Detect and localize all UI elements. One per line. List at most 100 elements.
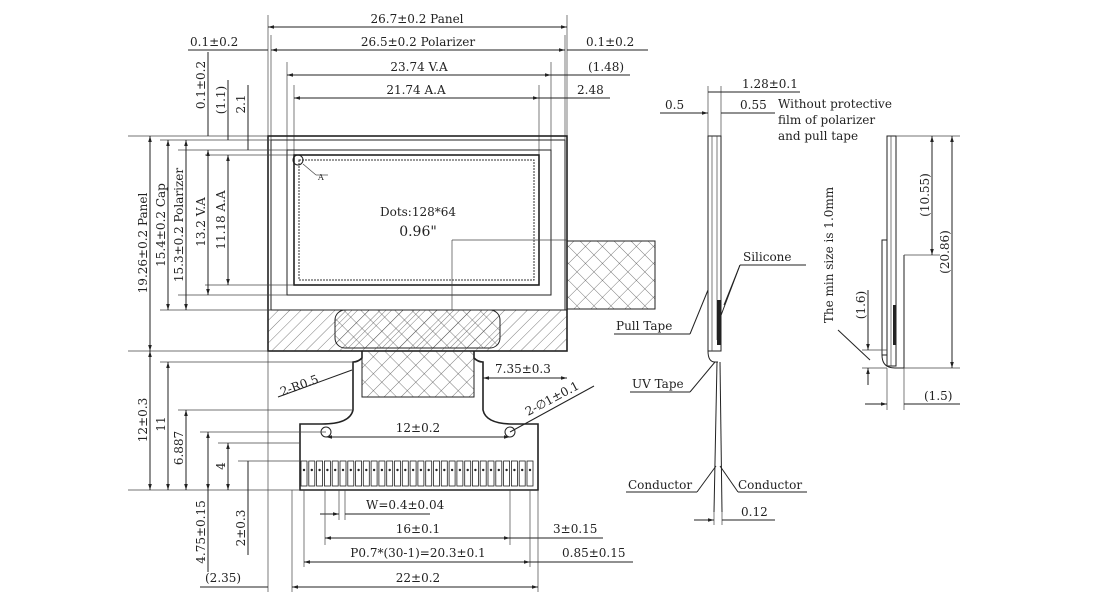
fpc-pad	[518, 460, 526, 487]
dim-total22: 22±0.2	[396, 571, 440, 585]
fpc-pad-via	[302, 468, 306, 472]
dim-fpc-right: 7.35±0.3	[495, 362, 551, 376]
dim-pitch: P0.7*(30-1)=20.3±0.1	[350, 546, 485, 560]
dim-left-offset: 0.1±0.2	[190, 35, 238, 49]
dim-hole-pitch: 12±0.2	[396, 421, 440, 435]
fpc-pad	[331, 460, 339, 487]
note-line1: Without protective	[778, 97, 892, 111]
fpc-pad-via	[357, 468, 360, 472]
dim-right085: 0.85±0.15	[562, 546, 626, 560]
fpc-pad-via	[427, 468, 430, 472]
fpc-pad	[401, 460, 409, 487]
dim-fpc-475: 4.75±0.15	[194, 500, 208, 564]
fpc-pad-via	[341, 468, 345, 472]
dim-aa-right: 2.48	[577, 83, 604, 97]
fpc-pad-via	[482, 468, 485, 472]
fpc-pad	[456, 460, 464, 487]
fpc-pad	[323, 460, 331, 487]
fpc-pad-via	[443, 468, 446, 472]
dim-fpc-11: 11	[154, 416, 168, 431]
fpc-pad	[479, 460, 487, 487]
dim-fpc-235: (2.35)	[205, 571, 241, 585]
fpc-pad	[425, 460, 433, 487]
fpc-stiffener	[361, 350, 475, 398]
fpc-pad	[347, 460, 355, 487]
fpc-pad	[308, 460, 316, 487]
dim-16: (1.6)	[854, 291, 868, 319]
front-view: A Dots:128*64 0.96"	[267, 15, 656, 491]
marker-label: A	[317, 173, 324, 182]
fpc-pad	[362, 460, 370, 487]
fpc-pad-via	[388, 468, 391, 472]
dim-panel-width: 26.7±0.2 Panel	[370, 12, 463, 26]
fpc-pad-via	[528, 468, 532, 472]
side-tape	[566, 240, 656, 310]
dim-fpc-6887: 6.887	[172, 431, 186, 465]
fpc-pad-via	[466, 468, 469, 472]
fpc-pad-via	[411, 468, 415, 472]
dim-span16: 16±0.1	[396, 522, 440, 536]
fpc-pad	[339, 460, 347, 487]
fpc-pad	[433, 460, 440, 487]
min-size-note: The min size is 1.0mm	[822, 186, 836, 323]
fpc-pad-via	[334, 468, 337, 472]
fpc-pad-via	[450, 468, 454, 472]
fpc-pad	[448, 460, 456, 487]
dim-bottom012: 0.12	[741, 505, 768, 519]
silicone-block	[717, 300, 721, 345]
fpc-pad-via	[318, 468, 321, 472]
fpc-pad	[316, 460, 324, 487]
fpc-pad-via	[521, 468, 524, 472]
dim-right-offset: 0.1±0.2	[586, 35, 634, 49]
left-dimensions: 19.26±0.2 Panel 15.4±0.2 Cap 15.3±0.2 Po…	[128, 52, 353, 592]
fpc-pad-via	[310, 468, 313, 472]
fpc-pad-via	[349, 468, 352, 472]
fpc-pad-via	[404, 468, 407, 472]
fpc-outline	[299, 351, 539, 491]
dim-pad-width: W=0.4±0.04	[366, 498, 445, 512]
conductor-right-label: Conductor	[738, 478, 802, 492]
dim-side-05: 0.5	[665, 98, 684, 112]
detail-fpc	[881, 239, 888, 356]
size-label: 0.96"	[399, 224, 437, 240]
fpc-pad	[300, 460, 308, 487]
dim-thickness: 1.28±0.1	[742, 77, 798, 91]
fpc-pad	[378, 460, 386, 487]
dim-aa-height: 11.18 A.A	[214, 190, 228, 250]
dim-aa-gap: 2.1	[234, 94, 248, 113]
fpc-pad-via	[513, 468, 516, 472]
dim-aa-width: 21.74 A.A	[386, 83, 446, 97]
fpc-pad-via	[458, 468, 462, 472]
dim-fpc-total: 12±0.3	[136, 398, 150, 442]
cap-outline	[286, 149, 552, 296]
note-line2: film of polarizer	[778, 113, 875, 127]
fpc-pad	[355, 460, 363, 487]
fpc-pad-via	[396, 468, 399, 472]
fpc-pad	[386, 460, 394, 487]
top-dimensions: 26.7±0.2 Panel 26.5±0.2 Polarizer 0.1±0.…	[188, 12, 648, 100]
fpc-pad-via	[326, 468, 329, 472]
dim-va-width: 23.74 V.A	[390, 60, 448, 74]
dim-15: (1.5)	[924, 389, 952, 403]
fpc-pad	[409, 460, 417, 487]
fpc-pad	[510, 460, 518, 487]
active-area	[293, 154, 540, 286]
conductor-left-label: Conductor	[628, 478, 692, 492]
fpc-pads	[300, 460, 534, 487]
fpc-pad-via	[435, 468, 438, 472]
fpc-pad-via	[489, 468, 493, 472]
detail-silicone	[893, 305, 896, 345]
fpc-pad	[487, 460, 495, 487]
dot-matrix	[298, 159, 535, 281]
silicone-label: Silicone	[743, 250, 792, 264]
fpc-pad-via	[497, 468, 500, 472]
dim-cap-height: 15.4±0.2 Cap	[154, 183, 168, 267]
dim-hole: 2-∅1±0.1	[523, 379, 582, 419]
uv-tape-label: UV Tape	[632, 377, 684, 391]
dim-va-right: (1.48)	[588, 60, 624, 74]
fpc-pad	[464, 460, 472, 487]
fpc-pad	[495, 460, 503, 487]
pin1-marker	[292, 154, 304, 166]
dim-fpc-4: 4	[214, 462, 228, 470]
dim-1055: (10.55)	[918, 173, 932, 217]
